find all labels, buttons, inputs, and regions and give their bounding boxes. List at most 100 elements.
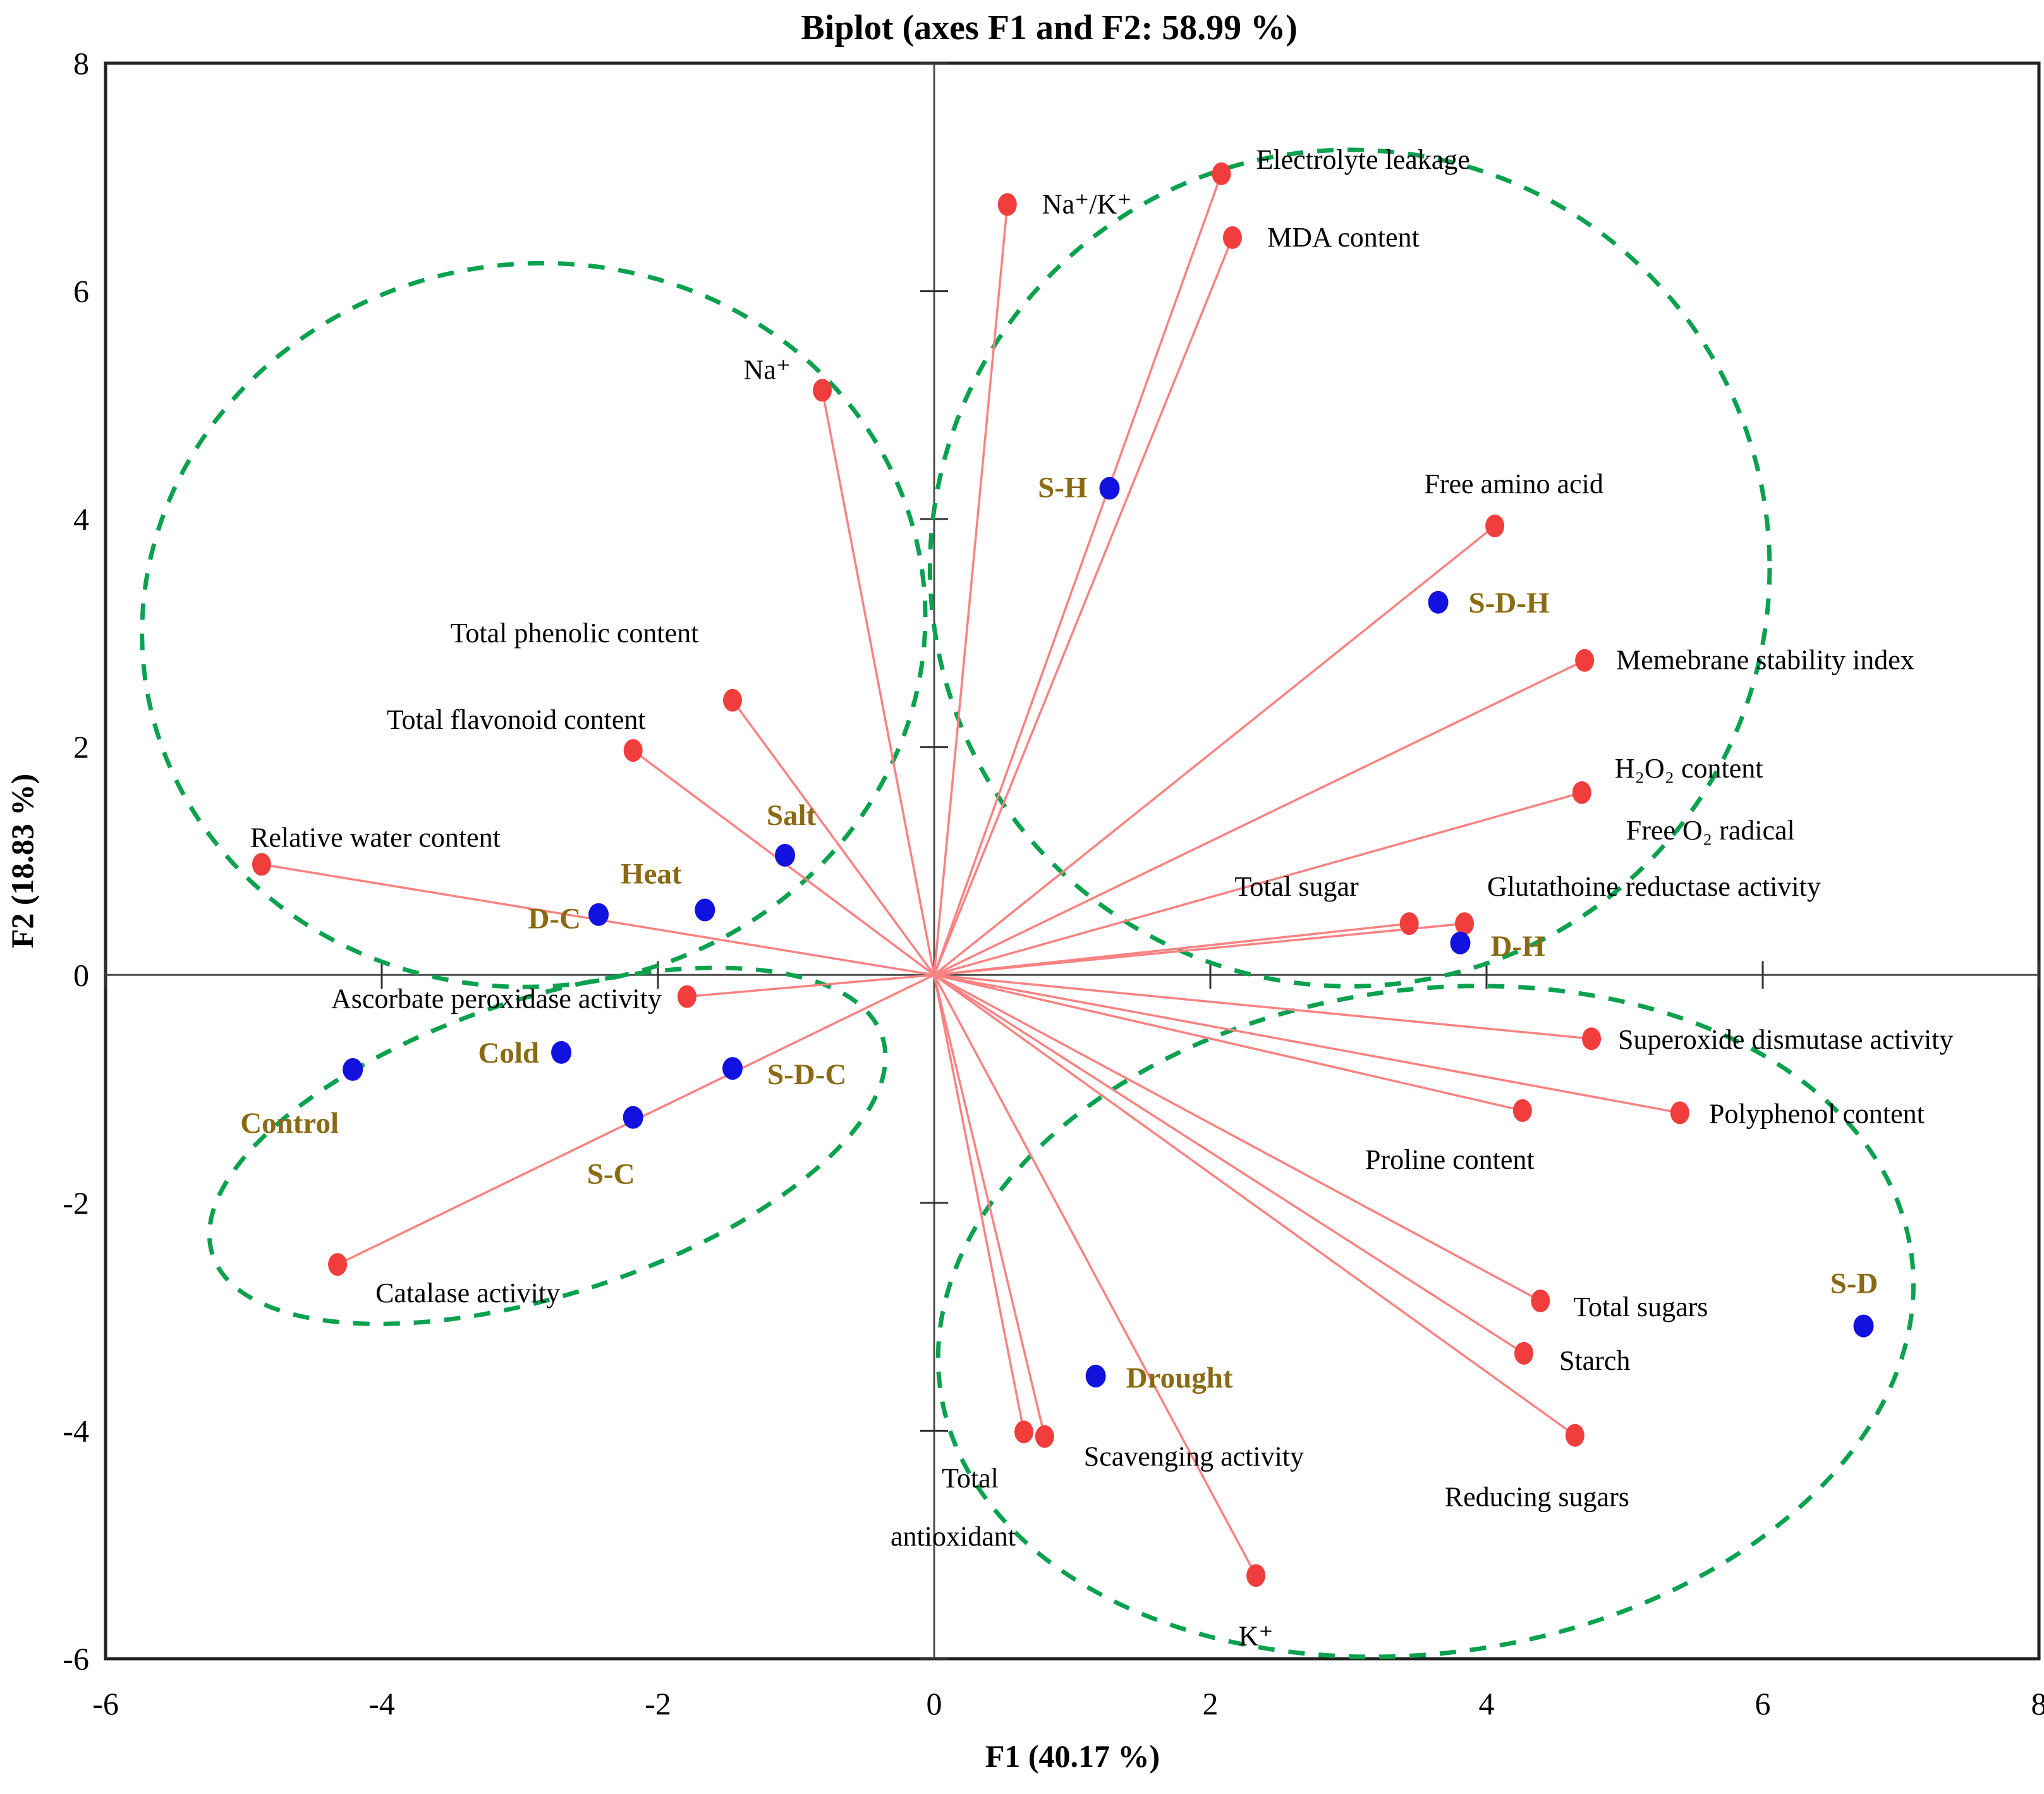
observation-point (722, 1057, 743, 1080)
loading-vector-line (934, 973, 1681, 1114)
variable-point (813, 379, 832, 402)
variable-label: Catalase activity (375, 1278, 560, 1309)
variable-point (1399, 912, 1419, 936)
observation-label: S-D (1830, 1267, 1878, 1300)
variable-label: antioxidant (891, 1521, 1016, 1552)
variable-point (1572, 781, 1591, 804)
variable-point (623, 739, 643, 762)
loading-vector-line (933, 237, 1234, 975)
y-tick-label: -6 (63, 1641, 89, 1676)
variable-label: Ascorbate peroxidase activity (331, 984, 662, 1015)
observation-point (775, 843, 796, 867)
loading-vector-line (933, 525, 1496, 976)
variable-label: Proline content (1365, 1144, 1535, 1175)
y-axis-title: F2 (18.83 %) (4, 774, 40, 948)
variable-point (677, 985, 697, 1008)
variable-label: Electrolyte leakage (1256, 144, 1469, 175)
observation-label: D-H (1490, 930, 1545, 963)
variable-point (1575, 649, 1595, 672)
variable-label: Scavenging activity (1084, 1441, 1304, 1472)
variable-label: MDA content (1267, 222, 1420, 253)
observation-point (551, 1040, 572, 1064)
loading-vector-line (933, 204, 1009, 975)
y-tick-label: 4 (73, 501, 89, 537)
variable-label: Memebrane stability index (1616, 645, 1914, 676)
x-tick-label: -6 (92, 1686, 119, 1721)
variable-label: Superoxide dismutase activity (1618, 1024, 1953, 1055)
variable-label: Relative water content (250, 822, 501, 853)
loading-vector-line (933, 974, 1025, 1432)
variable-point (997, 193, 1017, 216)
variable-point (1485, 514, 1505, 537)
observation-point (1085, 1364, 1106, 1388)
observation-label: Drought (1126, 1362, 1233, 1394)
variable-label: Total flavonoid content (387, 704, 646, 735)
loading-vector-line (934, 973, 1542, 1302)
x-axis-title: F1 (40.17 %) (985, 1738, 1160, 1774)
loading-vector-line (934, 973, 1524, 1355)
variable-point (722, 688, 742, 712)
plot-border (104, 61, 2041, 1661)
variable-point (1670, 1101, 1689, 1125)
observation-point (1450, 931, 1471, 955)
loading-vector-line (934, 973, 1523, 1112)
observation-point (623, 1106, 643, 1129)
y-tick-label: 0 (73, 957, 89, 992)
observation-point (695, 898, 715, 922)
variable-label: Free amino acid (1424, 468, 1603, 499)
variable-label: Starch (1559, 1345, 1630, 1376)
loading-vector-line (934, 973, 1592, 1040)
observation-label: S-D-C (767, 1058, 846, 1091)
variable-point (1212, 162, 1231, 185)
variable-point (1512, 1099, 1532, 1122)
variable-label: Total (942, 1463, 999, 1494)
loading-vector-line (933, 973, 1576, 1437)
observation-label: S-C (587, 1158, 635, 1191)
observation-point (588, 903, 609, 926)
variable-label: Total phenolic content (451, 618, 699, 649)
loading-vector-line (821, 390, 935, 975)
observation-label: Heat (621, 858, 682, 891)
variable-label: Reducing sugars (1445, 1482, 1629, 1513)
loading-vector-line (933, 974, 1046, 1437)
chart-title: Biplot (axes F1 and F2: 58.99 %) (801, 8, 1298, 47)
variable-label: K⁺ (1239, 1620, 1274, 1651)
x-tick-label: -2 (645, 1686, 671, 1721)
variable-point (1514, 1341, 1533, 1365)
loading-vector-line (934, 659, 1585, 976)
x-tick-label: 2 (1203, 1686, 1219, 1721)
variable-point (1246, 1564, 1266, 1587)
variable-point (1222, 226, 1242, 249)
variable-label: Na⁺/K⁺ (1042, 189, 1132, 220)
observation-point (343, 1058, 363, 1081)
observation-label: S-H (1038, 471, 1087, 504)
observation-label: S-D-H (1469, 587, 1550, 619)
x-tick-label: 8 (2031, 1686, 2044, 1721)
y-tick-label: 2 (73, 729, 89, 765)
variable-label: Total sugars (1573, 1291, 1708, 1322)
y-tick-label: -2 (63, 1185, 89, 1221)
variable-point (1565, 1424, 1585, 1447)
observation-label: D-C (528, 903, 581, 936)
variable-label: Free O₂ radical (1626, 815, 1795, 846)
variable-point (1455, 912, 1475, 936)
observation-label: Cold (478, 1037, 539, 1070)
variable-label: H₂O₂ content (1615, 753, 1763, 784)
variable-point (1035, 1425, 1054, 1448)
x-tick-label: 0 (927, 1686, 942, 1721)
loading-vector-line (934, 791, 1583, 976)
y-tick-label: 6 (73, 274, 89, 309)
variable-point (252, 853, 271, 876)
cluster-ellipse (927, 147, 1772, 989)
variable-point (328, 1253, 348, 1276)
x-tick-label: 6 (1755, 1686, 1771, 1721)
x-tick-label: -4 (368, 1686, 395, 1721)
variable-label: Na⁺ (743, 354, 791, 385)
observation-point (1428, 590, 1449, 614)
variable-point (1014, 1420, 1034, 1444)
cluster-ellipse (935, 984, 1916, 1659)
loading-vector-line (933, 974, 1257, 1577)
